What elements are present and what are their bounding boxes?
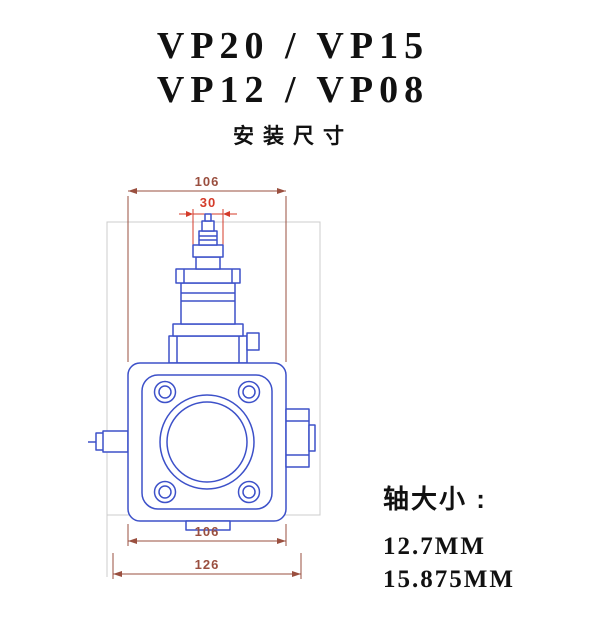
port-block-step	[308, 424, 316, 452]
arrowhead	[128, 188, 137, 194]
pilot-circle-outer	[159, 394, 255, 490]
dimension-label-screw-width: 30	[200, 195, 216, 210]
right-port-block	[285, 408, 316, 468]
mounting-face-outline	[141, 374, 273, 510]
shaft-size-label: 轴大小 :	[383, 484, 487, 514]
bolt-hole	[237, 480, 261, 504]
screw-neck	[195, 256, 221, 270]
bolt-hole-inner	[242, 485, 256, 499]
title-block: VP20 / VP15 VP12 / VP08 安装尺寸	[0, 24, 586, 150]
bolt-hole-outer	[237, 380, 261, 404]
bolt-hole	[153, 480, 177, 504]
dimension-screw-30: 30	[179, 195, 237, 250]
shaft-size-option-2: 15.875MM	[383, 566, 515, 593]
dimension-label-top-width: 106	[195, 174, 220, 189]
arrowhead	[128, 538, 137, 544]
screw-tip	[204, 213, 212, 222]
bottom-tab	[185, 520, 231, 531]
arrowhead	[113, 571, 122, 577]
dimension-bottom-106: 106	[127, 524, 287, 546]
body-outline	[127, 362, 287, 522]
arrowhead	[277, 188, 286, 194]
bolt-hole-outer	[153, 380, 177, 404]
bolt-hole-inner	[158, 485, 172, 499]
model-title-line2: VP12 / VP08	[156, 69, 430, 111]
bolt-hole-outer	[237, 480, 261, 504]
pump-front-view	[88, 213, 316, 531]
valve-side-step	[246, 332, 260, 351]
dimension-overall-126: 126	[112, 553, 302, 579]
valve-body	[180, 282, 236, 325]
shaft-size-option-1: 12.7MM	[383, 533, 486, 560]
arrowhead	[277, 538, 286, 544]
model-title-line1: VP20 / VP15	[156, 25, 430, 67]
dimension-label-overall-width: 126	[195, 557, 220, 572]
shaft-size-block: 轴大小 : 12.7MM 15.875MM	[383, 479, 515, 596]
pump-body	[127, 362, 287, 531]
adjustment-screw	[198, 230, 218, 246]
valve-base	[168, 335, 248, 364]
port-block	[285, 408, 310, 468]
pressure-adjustment-assembly	[168, 213, 260, 364]
arrowhead	[186, 211, 193, 217]
screw-cap	[201, 220, 215, 232]
arrowhead	[223, 211, 230, 217]
valve-lower-flange	[172, 323, 244, 337]
port-stub	[102, 430, 129, 453]
dimension-top-106: 106	[127, 174, 287, 362]
lock-nut	[192, 244, 224, 258]
subtitle-installation-dimensions: 安装尺寸	[233, 125, 353, 148]
pilot-circle-inner	[166, 401, 248, 483]
arrowhead	[292, 571, 301, 577]
valve-upper-flange	[175, 268, 241, 284]
bolt-hole-outer	[153, 480, 177, 504]
bolt-hole-inner	[158, 385, 172, 399]
dimension-label-bottom-width: 106	[195, 524, 220, 539]
bolt-hole	[237, 380, 261, 404]
left-port	[88, 430, 129, 453]
bolt-hole	[153, 380, 177, 404]
bolt-hole-inner	[242, 385, 256, 399]
